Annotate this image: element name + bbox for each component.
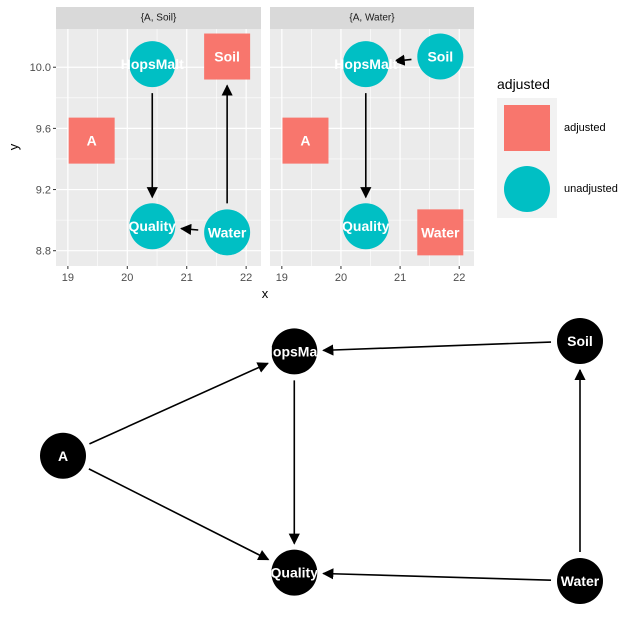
y-tick-label: 10.0 [30,62,51,74]
facet-strip-label: {A, Soil} [141,13,177,24]
node-label-soil: Soil [214,49,240,65]
x-tick-label: 19 [276,272,288,284]
x-tick-label: 20 [335,272,347,284]
y-tick-label: 9.6 [36,123,51,135]
dag-node-label-a: A [58,448,68,464]
node-hopsmalt [129,41,176,88]
y-axis-title: y [6,143,21,150]
node-hopsmalt [342,41,389,88]
node-water [204,209,251,256]
dag-node-label-water: Water [561,573,600,589]
legend-key-adjusted [504,105,550,151]
dag-edge-water-to-quality [322,568,552,581]
dag-edge-a-to-hopsmalt [89,362,269,445]
x-tick-label: 21 [394,272,406,284]
panel-edges [360,54,412,199]
node-label-hopsmalt: HopsMalt [334,56,397,72]
edge-soil-to-hopsmalt [393,54,412,66]
dag-node-label-quality: Quality [271,565,319,581]
facet-strip [270,7,474,29]
edge-water-to-quality [180,223,199,236]
x-tick-label: 22 [453,272,465,284]
node-quality [129,203,176,250]
dag-node-label-hopsmalt: HopsMalt [263,343,326,359]
node-water [417,209,464,256]
node-soil [417,33,464,80]
dag-node-hopsmalt [271,328,318,375]
legend: adjusted adjusted unadjusted [497,76,618,218]
y-tick-label: 8.8 [36,246,51,258]
node-label-water: Water [208,224,247,240]
panel-edges [146,84,233,236]
dag-edge-soil-to-hopsmalt [322,341,552,356]
node-label-a: A [87,133,97,149]
x-tick-label: 21 [181,272,193,284]
dag-node-soil [557,318,603,364]
node-label-quality: Quality [129,218,177,234]
x-tick-label: 19 [62,272,74,284]
legend-title: adjusted [497,76,550,92]
node-label-a: A [300,133,310,149]
legend-label-unadjusted: unadjusted [564,183,618,195]
facet-strip [56,7,261,29]
legend-key-unadjusted [504,166,550,212]
node-label-soil: Soil [427,49,453,65]
x-axis-title: x [262,286,269,301]
node-label-quality: Quality [342,218,390,234]
dag-edge-a-to-quality [88,468,270,561]
x-tick-label: 22 [240,272,252,284]
node-a [282,117,329,164]
dag-edges [88,341,586,581]
dag-node-quality [271,549,318,596]
axis-ticks: 19 19 20 20 21 21 22 22 8.8 9.2 9.6 10.0 [30,62,466,284]
dag-node-water [557,558,603,604]
facet-strip-label: {A, Water} [349,13,395,24]
node-quality [342,203,389,250]
node-a [68,117,115,164]
dag-node-label-soil: Soil [567,333,593,349]
y-tick-label: 9.2 [36,185,51,197]
x-tick-label: 20 [121,272,133,284]
node-soil [204,33,251,80]
node-label-hopsmalt: HopsMalt [121,56,184,72]
dag-node-a [40,432,86,479]
legend-label-adjusted: adjusted [564,122,606,134]
node-label-water: Water [421,224,460,240]
